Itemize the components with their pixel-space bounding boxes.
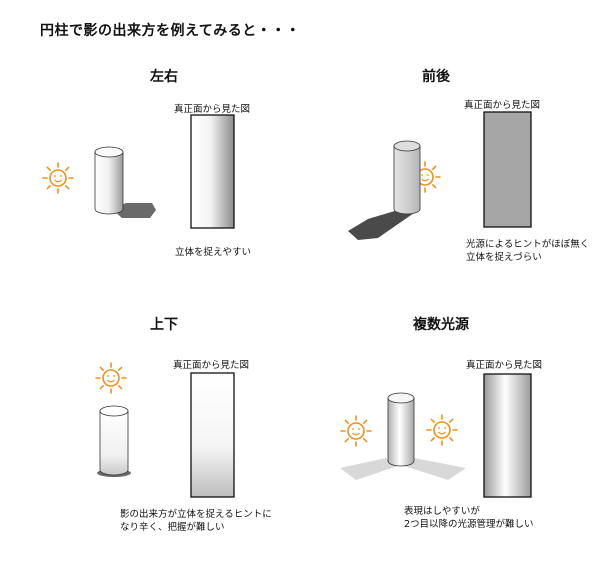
page-title: 円柱で影の出来方を例えてみると・・・: [40, 23, 301, 39]
view-label-multiple: 真正面から見た図: [466, 360, 543, 371]
heading-multiple: 複数光源: [413, 317, 469, 333]
heading-front-back: 前後: [422, 69, 450, 85]
view-label-front-back: 真正面から見た図: [464, 100, 541, 111]
caption-multiple-1: 表現はしやすいが: [404, 506, 480, 517]
sun-icon: [95, 362, 127, 394]
caption-multiple-2: 2つ目以降の光源管理が難しい: [404, 519, 534, 530]
view-label-top-bottom: 真正面から見た図: [173, 360, 250, 371]
caption-top-bottom-1: 影の出来方が立体を捉えるヒントに: [120, 509, 272, 520]
caption-front-back-2: 立体を捉えづらい: [466, 252, 542, 263]
sun-icon: [340, 415, 372, 447]
caption-front-back-1: 光源によるヒントがほぼ無く: [466, 239, 590, 250]
sun-icon: [42, 162, 74, 194]
view-label-left-right: 真正面から見た図: [174, 104, 251, 115]
caption-left-right-1: 立体を捉えやすい: [175, 247, 252, 258]
heading-top-bottom: 上下: [150, 317, 178, 333]
caption-top-bottom-2: なり辛く、把握が難しい: [120, 522, 225, 533]
heading-left-right: 左右: [150, 69, 178, 85]
sun-icon: [426, 414, 458, 446]
